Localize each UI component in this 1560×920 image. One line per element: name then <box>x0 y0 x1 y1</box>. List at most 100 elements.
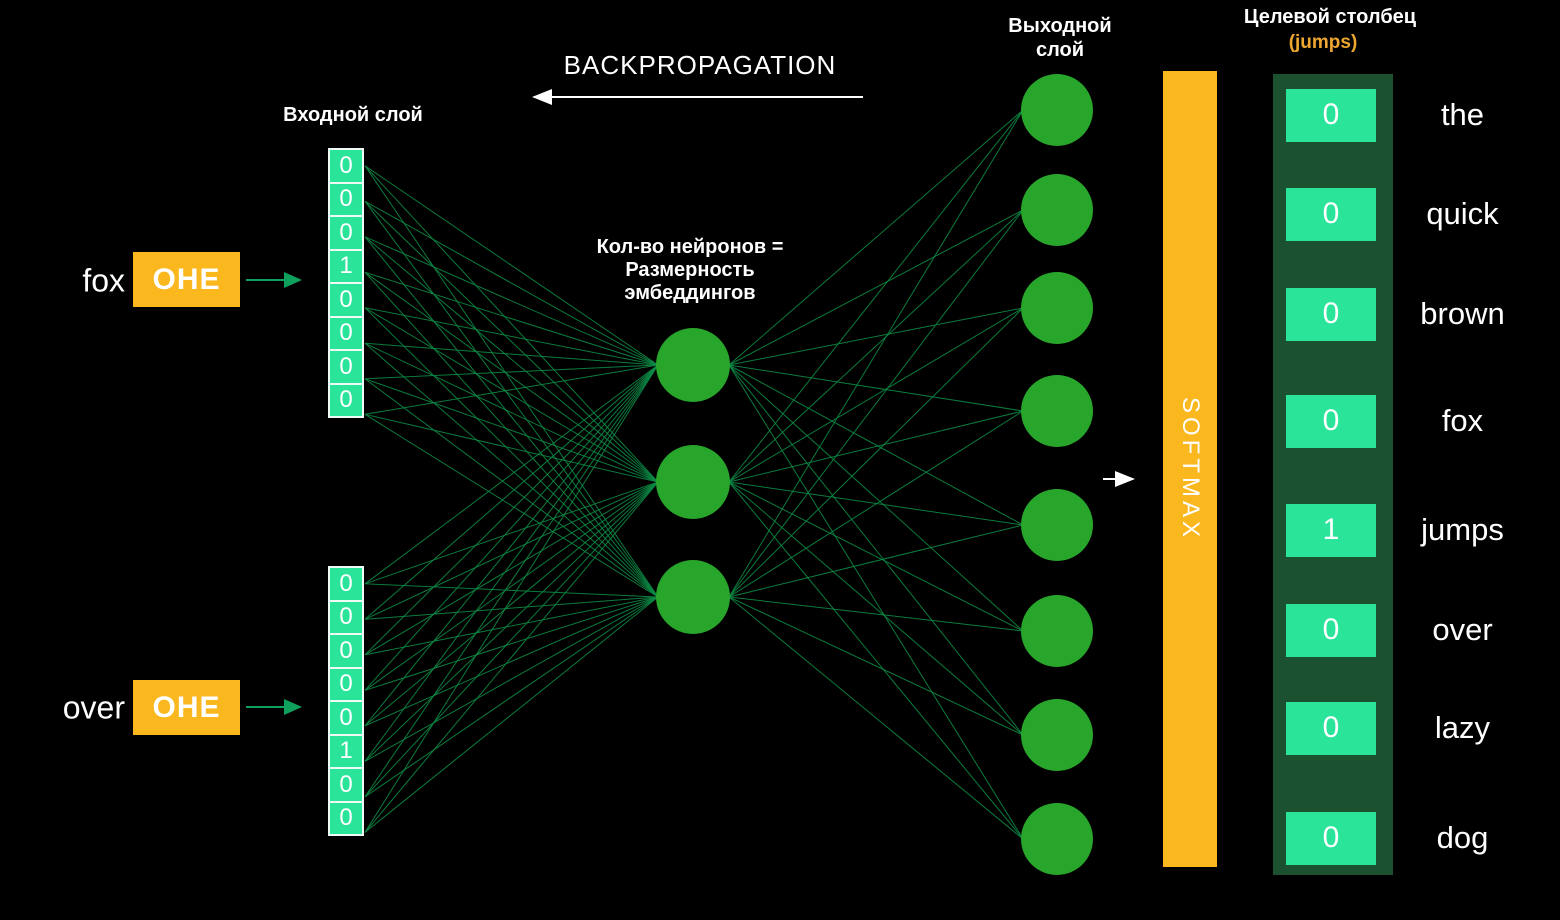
edge-input-hidden <box>364 307 659 598</box>
input-cell: 0 <box>328 315 364 351</box>
input-cell: 0 <box>328 181 364 217</box>
edge-input-hidden <box>364 165 659 366</box>
edge-hidden-output <box>728 596 1024 736</box>
edge-input-hidden <box>364 271 659 598</box>
input-cell: 0 <box>328 666 364 702</box>
softmax-bar: SOFTMAX <box>1163 71 1217 867</box>
edge-input-hidden <box>364 342 659 366</box>
target-column-header: Целевой столбец <box>1243 6 1417 28</box>
target-word-label: jumps <box>1421 512 1504 547</box>
hidden-note-line: эмбеддингов <box>624 282 756 304</box>
target-cell: 0 <box>1286 394 1376 448</box>
target-word-label: lazy <box>1434 710 1491 745</box>
edge-input-hidden <box>364 481 659 620</box>
input-cell: 0 <box>328 148 364 184</box>
input-cell: 0 <box>328 767 364 803</box>
edge-input-hidden <box>364 413 659 598</box>
edge-input-hidden <box>364 307 659 366</box>
edge-hidden-output <box>728 307 1024 366</box>
input-cell: 1 <box>328 248 364 284</box>
input-cell: 0 <box>328 633 364 669</box>
softmax-label: SOFTMAX <box>1177 396 1204 541</box>
hidden-layer-note: Кол-во нейронов = Размерность эмбеддинго… <box>540 236 840 305</box>
edge-hidden-output <box>728 109 1024 366</box>
backpropagation-title: BACKPROPAGATION <box>563 50 837 80</box>
edge-input-hidden <box>364 364 659 833</box>
input-layer-label: Входной слой <box>283 104 423 126</box>
input-cell: 0 <box>328 599 364 635</box>
hidden-neuron <box>656 560 730 634</box>
edge-input-hidden <box>364 583 659 598</box>
edge-input-hidden <box>364 165 659 598</box>
output-neuron <box>1021 489 1093 561</box>
hidden-neuron <box>656 328 730 402</box>
target-cell: 0 <box>1286 187 1376 241</box>
input-cell: 0 <box>328 800 364 836</box>
edge-input-hidden <box>364 342 659 598</box>
edge-input-hidden <box>364 364 659 691</box>
edge-hidden-output <box>728 209 1024 366</box>
output-neuron <box>1021 74 1093 146</box>
edge-input-hidden <box>364 364 659 656</box>
target-word-label: the <box>1440 97 1485 132</box>
target-word-label: dog <box>1436 820 1489 855</box>
edge-input-hidden <box>364 271 659 483</box>
input-cell: 0 <box>328 215 364 251</box>
edge-input-hidden <box>364 307 659 483</box>
input-cell: 0 <box>328 382 364 418</box>
target-cell: 0 <box>1286 88 1376 142</box>
target-cell: 0 <box>1286 811 1376 865</box>
edge-input-hidden <box>364 165 659 483</box>
edge-hidden-output <box>728 307 1024 483</box>
output-neuron <box>1021 174 1093 246</box>
edge-input-hidden <box>364 364 659 380</box>
edge-input-hidden <box>364 596 659 833</box>
edge-hidden-output <box>728 410 1024 598</box>
edge-hidden-output <box>728 307 1024 598</box>
edge-input-hidden <box>364 481 659 691</box>
hidden-note-line: Размерность <box>625 259 755 281</box>
output-layer-line: Выходной <box>1008 15 1112 37</box>
edge-hidden-output <box>728 481 1024 632</box>
edge-input-hidden <box>364 378 659 483</box>
edge-input-hidden <box>364 596 659 798</box>
target-word-label: fox <box>1441 403 1484 438</box>
edge-hidden-output <box>728 596 1024 840</box>
edge-hidden-output <box>728 364 1024 840</box>
edge-input-hidden <box>364 481 659 585</box>
edge-input-hidden <box>364 481 659 833</box>
input-cell: 0 <box>328 566 364 602</box>
edge-input-hidden <box>364 364 659 415</box>
edge-hidden-output <box>728 364 1024 632</box>
edge-input-hidden <box>364 364 659 585</box>
target-word-label: over <box>1432 612 1493 647</box>
target-word-label: brown <box>1420 296 1505 331</box>
input-cell: 1 <box>328 733 364 769</box>
input-cell: 0 <box>328 700 364 736</box>
edge-input-hidden <box>364 364 659 727</box>
edge-hidden-output <box>728 209 1024 483</box>
edge-input-hidden <box>364 596 659 762</box>
target-cell: 0 <box>1286 701 1376 755</box>
edge-input-hidden <box>364 200 659 483</box>
edge-input-hidden <box>364 364 659 762</box>
edge-input-hidden <box>364 481 659 798</box>
output-neuron <box>1021 803 1093 875</box>
edge-input-hidden <box>364 481 659 762</box>
edge-input-hidden <box>364 481 659 727</box>
input-cell: 0 <box>328 349 364 385</box>
edge-hidden-output <box>728 209 1024 598</box>
hidden-neuron <box>656 445 730 519</box>
edge-hidden-output <box>728 481 1024 840</box>
edge-hidden-output <box>728 364 1024 526</box>
hidden-note-line: Кол-во нейронов = <box>596 236 784 258</box>
input-word-over: over <box>62 689 125 726</box>
edge-input-hidden <box>364 596 659 727</box>
output-neuron <box>1021 699 1093 771</box>
ohe-box-over: OHE <box>133 680 240 735</box>
target-cell: 0 <box>1286 603 1376 657</box>
